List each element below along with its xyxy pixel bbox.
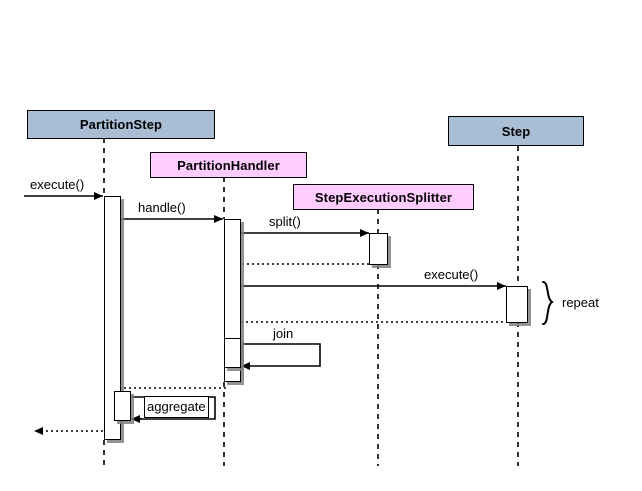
repeat-brace bbox=[542, 281, 554, 325]
participant-label: PartitionStep bbox=[79, 117, 163, 132]
activation-join-selfcall bbox=[224, 338, 241, 368]
activation-step bbox=[506, 286, 528, 323]
message-label-split: split() bbox=[269, 214, 301, 229]
participant-label: StepExecutionSplitter bbox=[314, 189, 453, 205]
message-label-execute-in: execute() bbox=[30, 177, 85, 192]
participant-step-execution-splitter[interactable]: StepExecutionSplitter bbox=[293, 184, 474, 210]
participant-label: Step bbox=[501, 123, 531, 139]
participant-step[interactable]: Step bbox=[448, 116, 584, 146]
arrow-join-selfcall bbox=[241, 343, 321, 367]
message-label-aggregate: aggregate bbox=[144, 396, 209, 418]
participant-partition-handler[interactable]: PartitionHandler bbox=[150, 152, 307, 178]
activation-step-execution-splitter bbox=[369, 233, 388, 265]
activation-aggregate-selfcall bbox=[114, 391, 131, 421]
participant-partition-step[interactable]: PartitionStep bbox=[27, 110, 215, 139]
activation-partition-step bbox=[104, 196, 121, 440]
participant-label: PartitionHandler bbox=[177, 157, 280, 173]
annotation-repeat: repeat bbox=[562, 295, 599, 310]
message-label-handle: handle() bbox=[138, 200, 186, 215]
message-label-execute-step: execute() bbox=[424, 267, 479, 282]
message-label-join: join bbox=[273, 326, 294, 341]
